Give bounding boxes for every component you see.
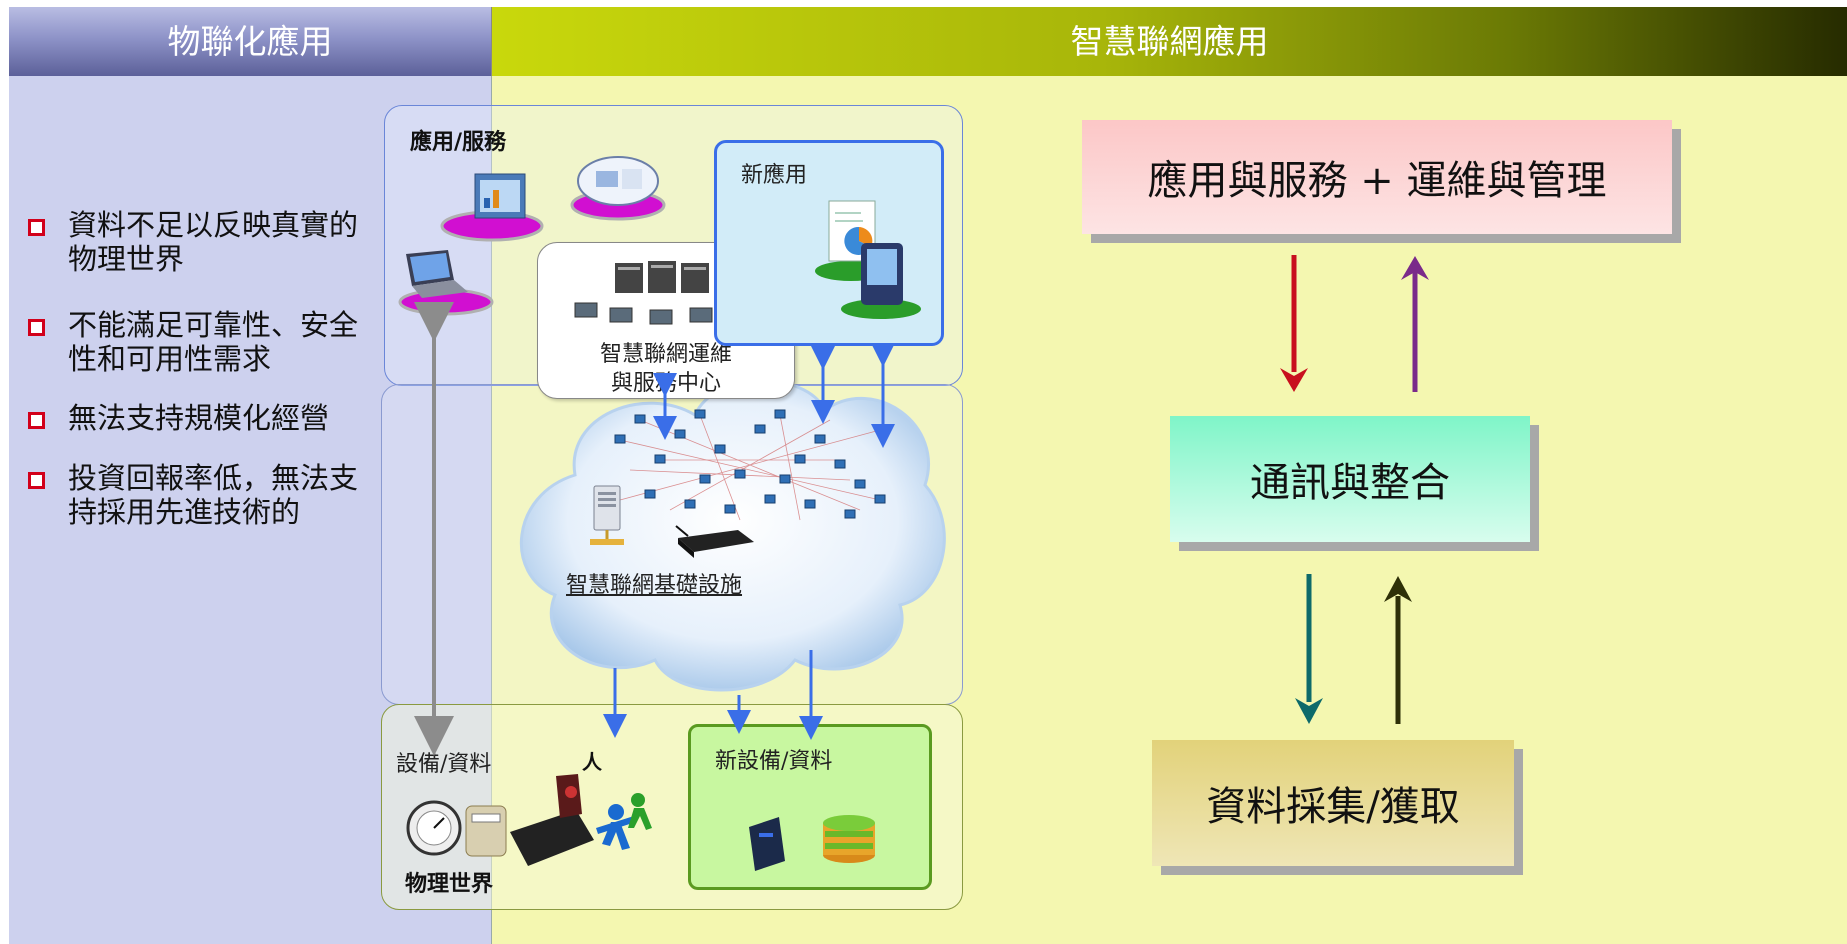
meters-devices-icon	[406, 774, 652, 866]
physical-world-label: 物理世界	[405, 872, 494, 897]
flow-box-data-collection-label: 資料採集/獲取	[1206, 784, 1460, 830]
report-screen-icon	[570, 156, 666, 221]
person-label: 人	[582, 750, 602, 774]
gateway-device-icon	[675, 525, 754, 558]
sensor-storage-icon	[749, 815, 875, 871]
bullet-text: 無法支持規模化經營	[68, 401, 330, 435]
bullet-square-icon	[28, 319, 45, 336]
bullet-square-icon	[28, 472, 45, 489]
document-chart-icon	[815, 200, 921, 319]
new-app-label: 新應用	[741, 163, 808, 188]
ops-center-label-line2: 與服務中心	[610, 371, 721, 396]
bullet-item: 不能滿足可靠性、安全性和可用性需求	[28, 308, 358, 376]
data-center-icon	[574, 261, 753, 325]
server-icon	[590, 485, 624, 545]
laptop-icon	[398, 250, 494, 316]
new-device-box: 新設備/資料	[688, 724, 932, 890]
flow-box-app-ops: 應用與服務 + 運維與管理	[1082, 120, 1672, 234]
device-data-label: 設備/資料	[396, 752, 492, 777]
bullet-text: 資料不足以反映真實的物理世界	[68, 208, 359, 276]
flow-box-communication: 通訊與整合	[1170, 416, 1530, 542]
bullet-square-icon	[28, 219, 45, 236]
new-application-box: 新應用	[714, 140, 944, 346]
network-topology-icon	[614, 409, 886, 521]
ops-center-label-line1: 智慧聯網運維	[599, 342, 732, 367]
left-header: 物聯化應用	[9, 7, 492, 76]
flow-box-communication-label: 通訊與整合	[1250, 460, 1450, 506]
new-device-label: 新設備/資料	[715, 749, 833, 774]
bullet-square-icon	[28, 412, 45, 429]
left-header-title: 物聯化應用	[167, 22, 333, 61]
flow-box-app-ops-label: 應用與服務 + 運維與管理	[1147, 158, 1607, 204]
flow-box-data-collection: 資料採集/獲取	[1152, 740, 1514, 866]
bullet-item: 資料不足以反映真實的物理世界	[28, 208, 358, 276]
bullet-text: 不能滿足可靠性、安全性和可用性需求	[68, 308, 359, 376]
infrastructure-label: 智慧聯網基礎設施	[566, 573, 743, 598]
dashboard-monitor-icon	[440, 173, 544, 242]
bullet-text: 投資回報率低，無法支持採用先進技術的	[68, 461, 359, 529]
right-header-title: 智慧聯網應用	[1070, 22, 1269, 61]
right-header: 智慧聯網應用	[492, 7, 1847, 76]
bullet-item: 投資回報率低，無法支持採用先進技術的	[28, 461, 358, 529]
bullet-item: 無法支持規模化經營	[28, 401, 358, 435]
app-service-label: 應用/服務	[410, 130, 507, 155]
